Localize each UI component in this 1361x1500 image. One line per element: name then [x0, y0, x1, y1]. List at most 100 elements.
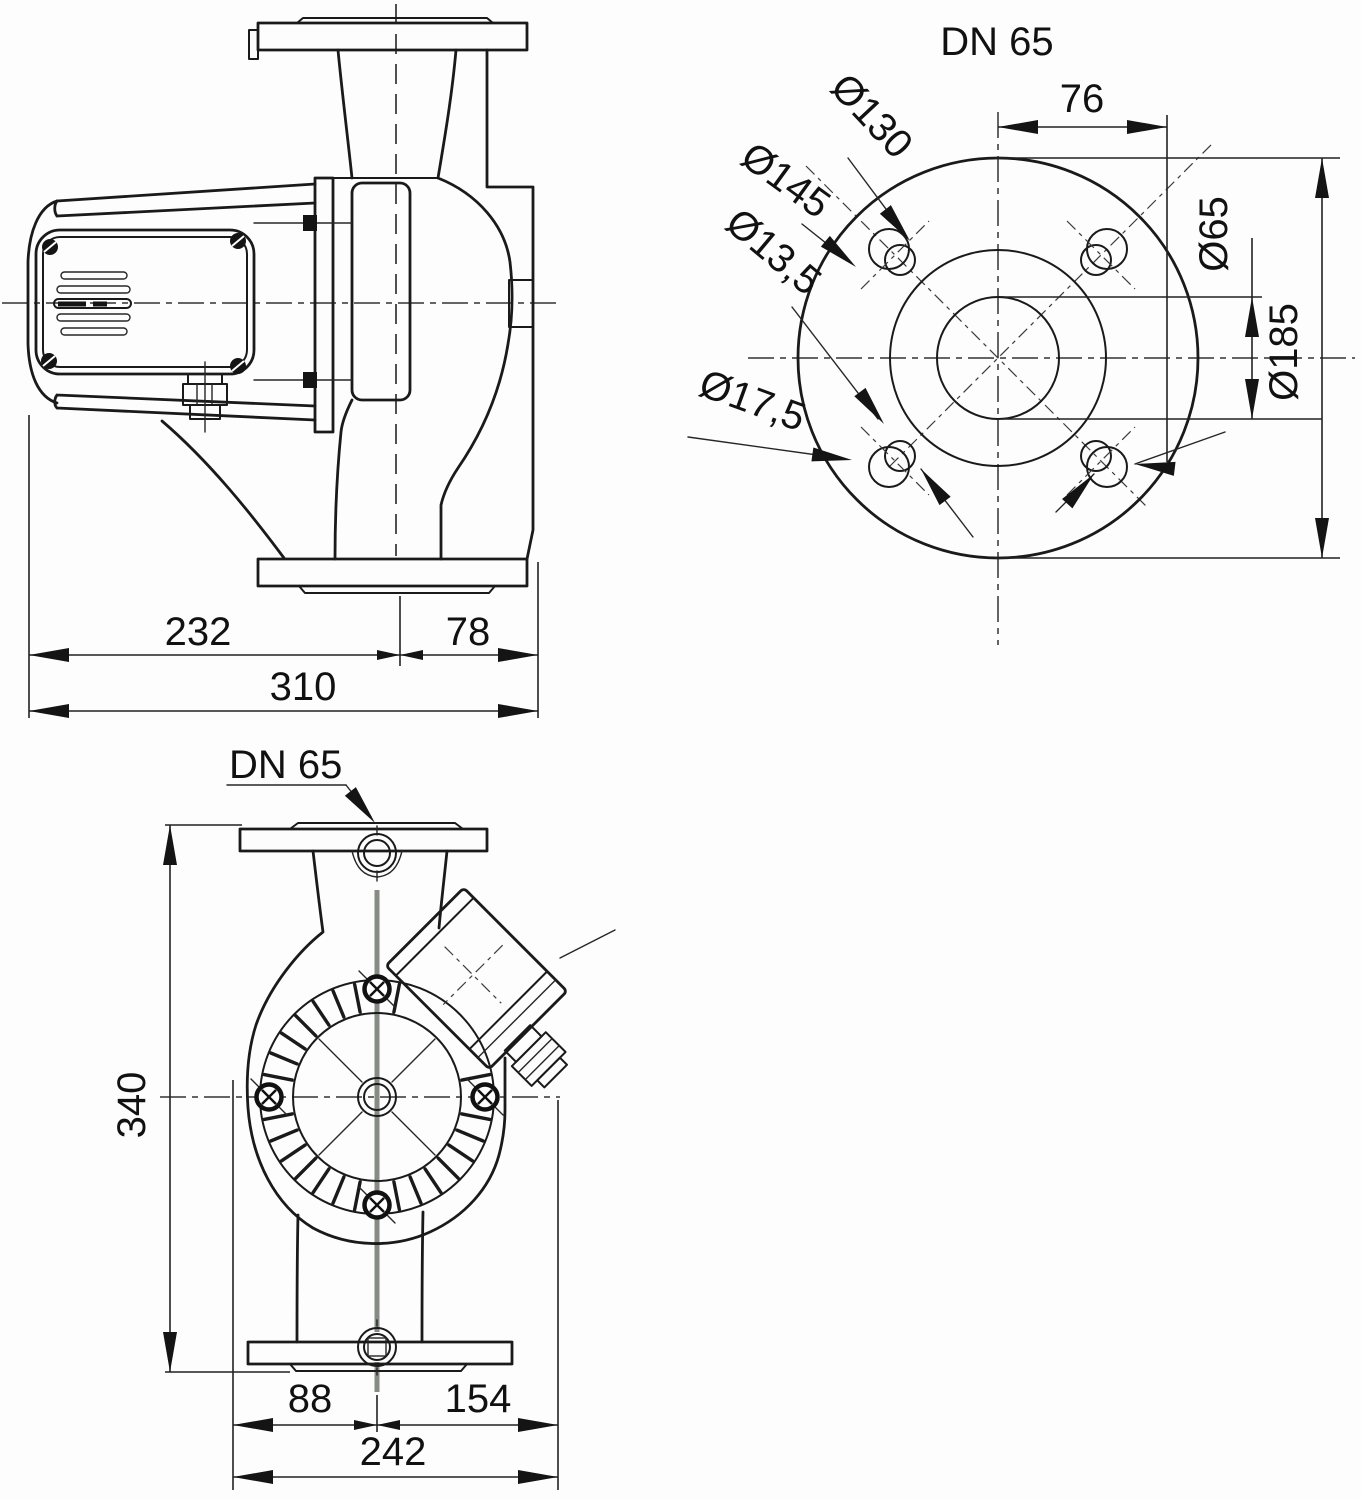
dim-arrow-icon [377, 1420, 400, 1430]
dim-arrow-icon [1315, 158, 1329, 198]
box-edge-line [559, 929, 616, 959]
motor-cover-outer [34, 228, 256, 376]
dim-340: 340 [110, 1072, 154, 1139]
motor-cover-inner [42, 236, 248, 368]
ring-screws [250, 970, 504, 1224]
motor [26, 182, 317, 433]
fin-tick [423, 1167, 443, 1195]
fin-tick [460, 1112, 492, 1122]
tie-bolt-top-icon [303, 215, 317, 231]
motor-front-cap [26, 199, 59, 405]
dim-arrow-icon [377, 650, 400, 660]
dim-340-group: 340 [110, 824, 290, 1373]
motor-bottom-band [53, 393, 317, 422]
front-top-neck-right [437, 849, 449, 930]
fin-tick [311, 1167, 331, 1195]
label-d17-5: Ø17,5 [694, 361, 811, 440]
flange-raised-face-circle [889, 249, 1107, 467]
dim-arrow-icon [811, 447, 853, 467]
dim-arrow-icon [354, 1420, 377, 1430]
front-top-flange [238, 822, 489, 882]
fin-tick [294, 1014, 318, 1038]
dim-78: 78 [446, 610, 491, 654]
fin-tick [269, 1051, 299, 1066]
screw-icon [358, 970, 396, 1008]
terminal-box [386, 888, 568, 1089]
fin-tick [352, 982, 362, 1014]
front-body-outline [245, 849, 507, 1245]
motor-top-band [53, 182, 317, 218]
fin-tick [279, 1031, 307, 1051]
motor-corner-screws [41, 233, 246, 374]
front-title: DN 65 [229, 743, 342, 787]
dim-arrow-icon [1127, 120, 1167, 134]
vent-slats [53, 271, 132, 336]
fin-tick [392, 982, 402, 1014]
dim-arrow-icon [518, 1470, 558, 1484]
dim-arrow-icon [344, 787, 381, 828]
fin-tick [460, 1072, 492, 1082]
front-bottom-neck-left [295, 1213, 300, 1344]
side-volute [160, 48, 535, 561]
motor-flange-plate [313, 176, 335, 434]
fin-tick [262, 1112, 294, 1122]
dim-arrow-icon [518, 1418, 558, 1432]
dim-arrow-icon [1315, 518, 1329, 558]
dim-154: 154 [445, 1377, 512, 1421]
dim-232: 232 [165, 610, 232, 654]
flange-title: DN 65 [940, 20, 1053, 64]
front-view: DN 65 [110, 743, 616, 1490]
dim-76-group: 76 [998, 77, 1168, 462]
motor-adapter-block [350, 181, 412, 402]
dim-arrow-icon [1245, 297, 1259, 337]
dim-242: 242 [360, 1430, 427, 1474]
dim-arrow-icon [1245, 379, 1259, 419]
front-width-dimensions: 88 154 242 [232, 1080, 559, 1490]
fin-tick [331, 1175, 346, 1205]
dim-arrow-icon [498, 648, 538, 662]
fin-tick [331, 989, 346, 1019]
screw-icon [358, 1186, 396, 1224]
fin-tick [294, 1156, 318, 1181]
screw-icon [466, 1078, 504, 1116]
dim-arrow-icon [29, 648, 69, 662]
flange-diagonal-b [889, 142, 1214, 467]
fin-ring-inner [292, 1012, 462, 1182]
dim-arrow-icon [498, 704, 538, 718]
flange-diagonal-a [805, 165, 1147, 507]
fin-tick [262, 1072, 294, 1082]
cooling-fins [262, 982, 492, 1212]
fin-tick [311, 999, 331, 1027]
side-top-neck-right [436, 48, 458, 180]
fin-tick [436, 1156, 460, 1181]
dim-arrow-icon [400, 650, 423, 660]
front-bottom-neck-right [420, 1210, 425, 1344]
fin-tick [392, 1180, 402, 1212]
side-bottom-flange [256, 557, 529, 594]
fin-tick [352, 1180, 362, 1212]
cable-gland-icon [182, 361, 228, 433]
dim-arrow-icon [233, 1470, 273, 1484]
flange-view: DN 65 76 [687, 20, 1355, 645]
dim-65-group: Ø65 [1002, 196, 1322, 420]
front-hub [318, 1038, 436, 1156]
box-gland-icon [503, 1024, 568, 1089]
fin-tick [279, 1143, 307, 1163]
fin-tick [447, 1143, 475, 1163]
side-top-flange [248, 17, 529, 60]
fin-tick [408, 1175, 423, 1205]
fin-tick [269, 1128, 299, 1143]
side-dimensions: 232 78 310 [28, 415, 539, 718]
flange-labels: Ø130 Ø145 Ø13,5 Ø17,5 [687, 65, 1226, 538]
dim-arrow-icon [163, 1332, 177, 1372]
flange-bore-circle [936, 296, 1060, 420]
dim-76: 76 [1060, 77, 1105, 121]
label-d65: Ø65 [1192, 196, 1236, 272]
dim-185-group: Ø185 [995, 157, 1340, 559]
dim-arrow-icon [998, 120, 1038, 134]
side-view: 232 78 310 [2, 4, 558, 718]
dim-arrow-icon [29, 704, 69, 718]
tie-bolt-bottom-icon [303, 372, 317, 388]
